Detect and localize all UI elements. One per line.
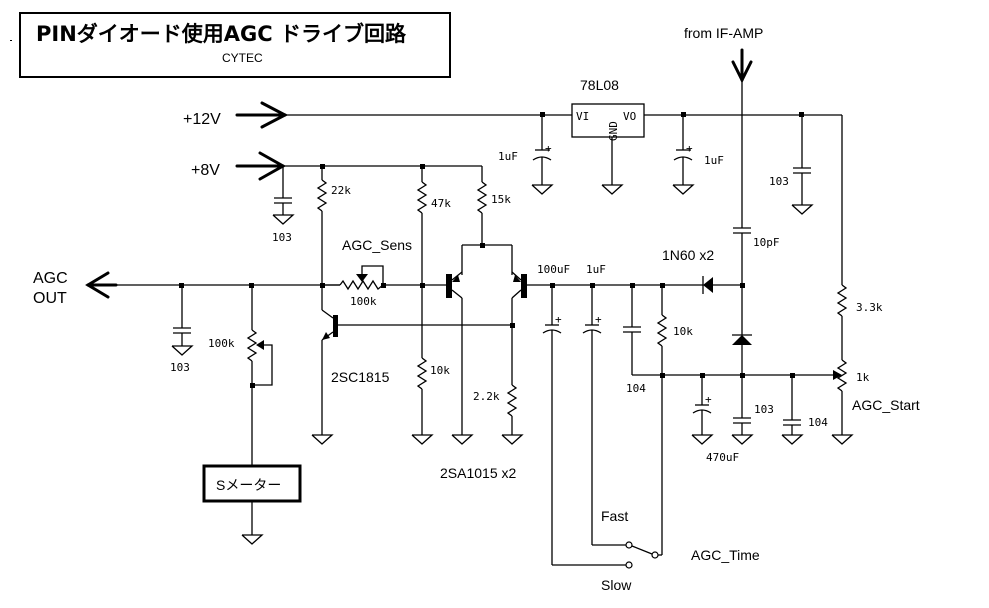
switch-agc-time[interactable]: Fast Slow AGC_Time [601, 508, 760, 593]
svg-text:+: + [595, 313, 602, 326]
diode-label: 1N60 x2 [662, 247, 714, 263]
cap-1uf-fast: + [582, 285, 626, 546]
port-if-amp-label: from IF-AMP [684, 25, 763, 41]
transistor-npn-label: 2SC1815 [331, 369, 390, 385]
ground-icon [791, 204, 814, 215]
arrow-12v-icon [235, 101, 289, 129]
ground-icon [272, 214, 295, 225]
transistor-pnp-label: 2SA1015 x2 [440, 465, 516, 481]
switch-agc-time-label: AGC_Time [691, 547, 760, 563]
resistor-10k-right-label: 10k [673, 325, 693, 338]
resistor-22k: 22k [316, 166, 351, 285]
ground-icon [501, 434, 524, 445]
svg-text:+: + [555, 313, 562, 326]
resistor-22k-label: 22k [331, 184, 351, 197]
port-12v-label: +12V [183, 111, 221, 128]
author-text: CYTEC [222, 51, 263, 65]
resistor-10k-right: 10k [656, 285, 693, 555]
svg-text:+: + [545, 142, 552, 155]
regulator-pin-vi: VI [576, 110, 589, 123]
s-meter-label: Sメーター [216, 477, 281, 493]
cap-agc-out-103: 103 [170, 285, 194, 374]
cap-8v-103-label: 103 [272, 231, 292, 244]
ground-icon [672, 184, 695, 195]
cap-12v-103-label: 103 [769, 175, 789, 188]
resistor-3k3-label: 3.3k [856, 301, 883, 314]
arrow-if-amp-icon [731, 48, 753, 84]
cap-in-reg-label: 1uF [498, 150, 518, 163]
diode-1n60-a: 1N60 x2 [662, 247, 742, 294]
title-text: PINダイオード使用AGC ドライブ回路 [36, 22, 407, 46]
cap-100uf: + [542, 285, 626, 566]
transistor-2sa1015-left [446, 271, 474, 445]
resistor-10k-left: 10k [411, 355, 450, 445]
svg-text:+: + [705, 393, 712, 406]
cap-103-b-label: 103 [754, 403, 774, 416]
regulator-pin-gnd: GND [607, 121, 620, 141]
vr-agc-sens: AGC_Sens 100k [322, 237, 422, 308]
cap-8v-103: 103 [272, 166, 295, 244]
port-8v-label: +8V [191, 162, 220, 179]
ground-icon [731, 434, 754, 445]
cap-agc-out-103-label: 103 [170, 361, 190, 374]
resistor-47k: 47k [416, 166, 451, 355]
resistor-15k: 15k [476, 166, 511, 245]
switch-fast-label: Fast [601, 508, 628, 524]
cap-100uf-label: 100uF [537, 263, 570, 276]
transistor-2sc1815: 2SC1815 [311, 285, 390, 445]
ground-icon [411, 434, 434, 445]
regulator-pin-vo: VO [623, 110, 636, 123]
arrow-agc-out-icon [85, 271, 118, 299]
cap-104-b-label: 104 [808, 416, 828, 429]
vr-meter-label: 100k [208, 337, 235, 350]
vr-1k-label: 1k [856, 371, 870, 384]
s-meter: Sメーター [202, 464, 302, 503]
agc-sens-label: AGC_Sens [342, 237, 412, 253]
transistor-2sa1015-right: 2SA1015 x2 [440, 271, 527, 481]
cap-10pf: 10pF [733, 227, 780, 249]
regulator-78l08: 78L08 VI VO GND [571, 77, 645, 195]
cap-104-a: 104 [623, 285, 646, 395]
resistor-2k2-label: 2.2k [473, 390, 500, 403]
resistor-10k-left-label: 10k [430, 364, 450, 377]
vr-agc-start[interactable]: 1k AGC_Start [831, 359, 920, 445]
diode-1n60-b [732, 334, 752, 375]
cap-104-a-label: 104 [626, 382, 646, 395]
cap-out-reg-label: 1uF [704, 154, 724, 167]
resistor-2k2: 2.2k [473, 384, 524, 445]
cap-1uf-fast-label: 1uF [586, 263, 606, 276]
cap-103-b: 103 [731, 375, 774, 445]
resistor-47k-label: 47k [431, 197, 451, 210]
ground-icon [311, 434, 334, 445]
ground-icon [241, 534, 264, 545]
agc-start-label: AGC_Start [852, 397, 920, 413]
svg-text:+: + [686, 142, 693, 155]
cap-12v-103: 103 [769, 115, 814, 215]
cap-470uf-label: 470uF [706, 451, 739, 464]
ground-icon [531, 184, 554, 195]
ground-icon [451, 434, 474, 445]
vr-meter-100k: 100k [208, 285, 273, 388]
resistor-3k3: 3.3k [836, 284, 883, 360]
title-frame [19, 12, 451, 78]
cap-10pf-label: 10pF [753, 236, 780, 249]
port-agc-out-line2: OUT [33, 290, 67, 307]
switch-slow-label: Slow [601, 577, 632, 593]
regulator-name: 78L08 [580, 77, 619, 93]
port-agc-out-line1: AGC [33, 270, 68, 287]
ground-icon [691, 434, 714, 445]
stray-dot [10, 40, 12, 41]
ground-icon [601, 184, 624, 195]
agc-sens-value: 100k [350, 295, 377, 308]
ground-icon [831, 434, 854, 445]
cap-in-reg: + 1uF [498, 115, 554, 195]
cap-out-reg: + 1uF [672, 115, 724, 195]
ground-icon [781, 434, 804, 445]
ground-icon [171, 345, 194, 356]
arrow-8v-icon [235, 151, 287, 181]
cap-104-b: 104 [781, 375, 828, 445]
cap-470uf: + 470uF [691, 375, 739, 464]
resistor-15k-label: 15k [491, 193, 511, 206]
